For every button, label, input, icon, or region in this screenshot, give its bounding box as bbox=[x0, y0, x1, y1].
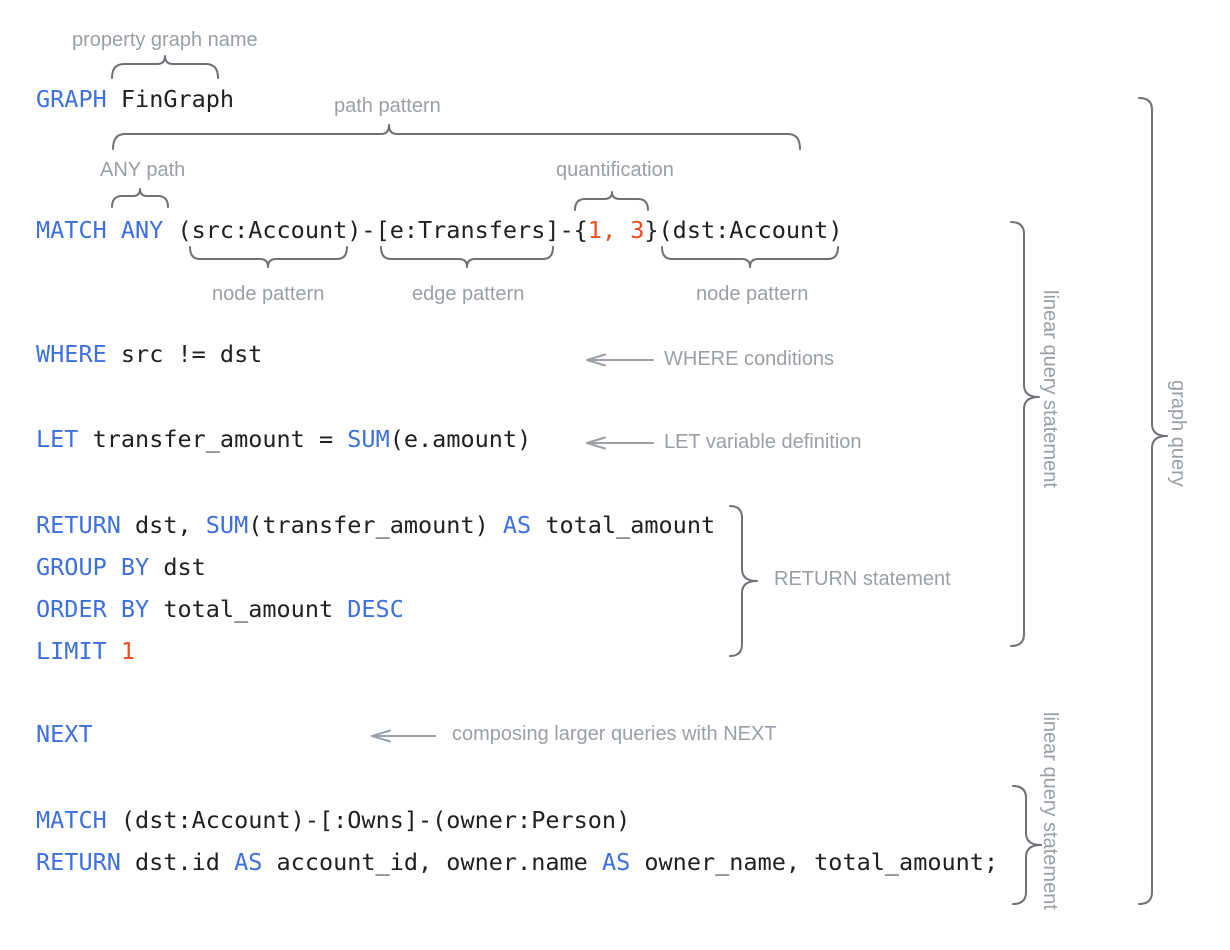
code-line-return-2: RETURN dst.id AS account_id, owner.name … bbox=[36, 848, 999, 876]
code-line-let: LET transfer_amount = SUM(e.amount) bbox=[36, 425, 532, 453]
label-path-pattern: path pattern bbox=[334, 95, 441, 117]
label-graph-query: graph query bbox=[1167, 380, 1189, 487]
label-let-variable-definition: LET variable definition bbox=[664, 431, 862, 453]
label-where-conditions: WHERE conditions bbox=[664, 348, 835, 370]
brace-path-pattern-icon bbox=[112, 124, 801, 150]
label-property-graph-name: property graph name bbox=[72, 29, 258, 51]
brace-graph-query-icon bbox=[1138, 97, 1168, 905]
brace-edge-pattern-icon bbox=[380, 246, 554, 268]
brace-return-statement-icon bbox=[729, 505, 758, 657]
label-edge-pattern: edge pattern bbox=[412, 283, 525, 305]
brace-quantification-icon bbox=[574, 191, 649, 211]
brace-any-path-icon bbox=[111, 188, 169, 208]
label-composing-next: composing larger queries with NEXT bbox=[452, 723, 777, 745]
code-line-match-2: MATCH (dst:Account)-[:Owns]-(owner:Perso… bbox=[36, 806, 631, 834]
left-arrow-where-icon bbox=[586, 353, 654, 367]
label-node-pattern-1: node pattern bbox=[212, 283, 325, 305]
left-arrow-let-icon bbox=[586, 436, 654, 450]
code-line-return-1: RETURN dst, SUM(transfer_amount) AS tota… bbox=[36, 511, 716, 539]
code-line-order-by: ORDER BY total_amount DESC bbox=[36, 595, 404, 623]
code-line-graph: GRAPH FinGraph bbox=[36, 85, 235, 113]
code-line-where: WHERE src != dst bbox=[36, 340, 263, 368]
code-line-limit: LIMIT 1 bbox=[36, 637, 136, 665]
label-linear-query-statement-1: linear query statement bbox=[1039, 290, 1061, 488]
code-line-group-by: GROUP BY dst bbox=[36, 553, 206, 581]
label-return-statement: RETURN statement bbox=[774, 568, 951, 590]
label-any-path: ANY path bbox=[100, 159, 186, 181]
brace-node-pattern-2-icon bbox=[661, 246, 839, 268]
brace-linear-query-statement-2-icon bbox=[1012, 785, 1042, 905]
brace-linear-query-statement-1-icon bbox=[1010, 221, 1040, 647]
code-line-next: NEXT bbox=[36, 720, 93, 748]
label-linear-query-statement-2: linear query statement bbox=[1039, 712, 1061, 910]
label-node-pattern-2: node pattern bbox=[696, 283, 809, 305]
left-arrow-next-icon bbox=[371, 729, 436, 743]
label-quantification: quantification bbox=[556, 159, 674, 181]
code-line-match-1: MATCH ANY (src:Account)-[e:Transfers]-{1… bbox=[36, 216, 843, 244]
brace-property-graph-name-icon bbox=[111, 55, 219, 79]
brace-node-pattern-1-icon bbox=[189, 246, 348, 268]
